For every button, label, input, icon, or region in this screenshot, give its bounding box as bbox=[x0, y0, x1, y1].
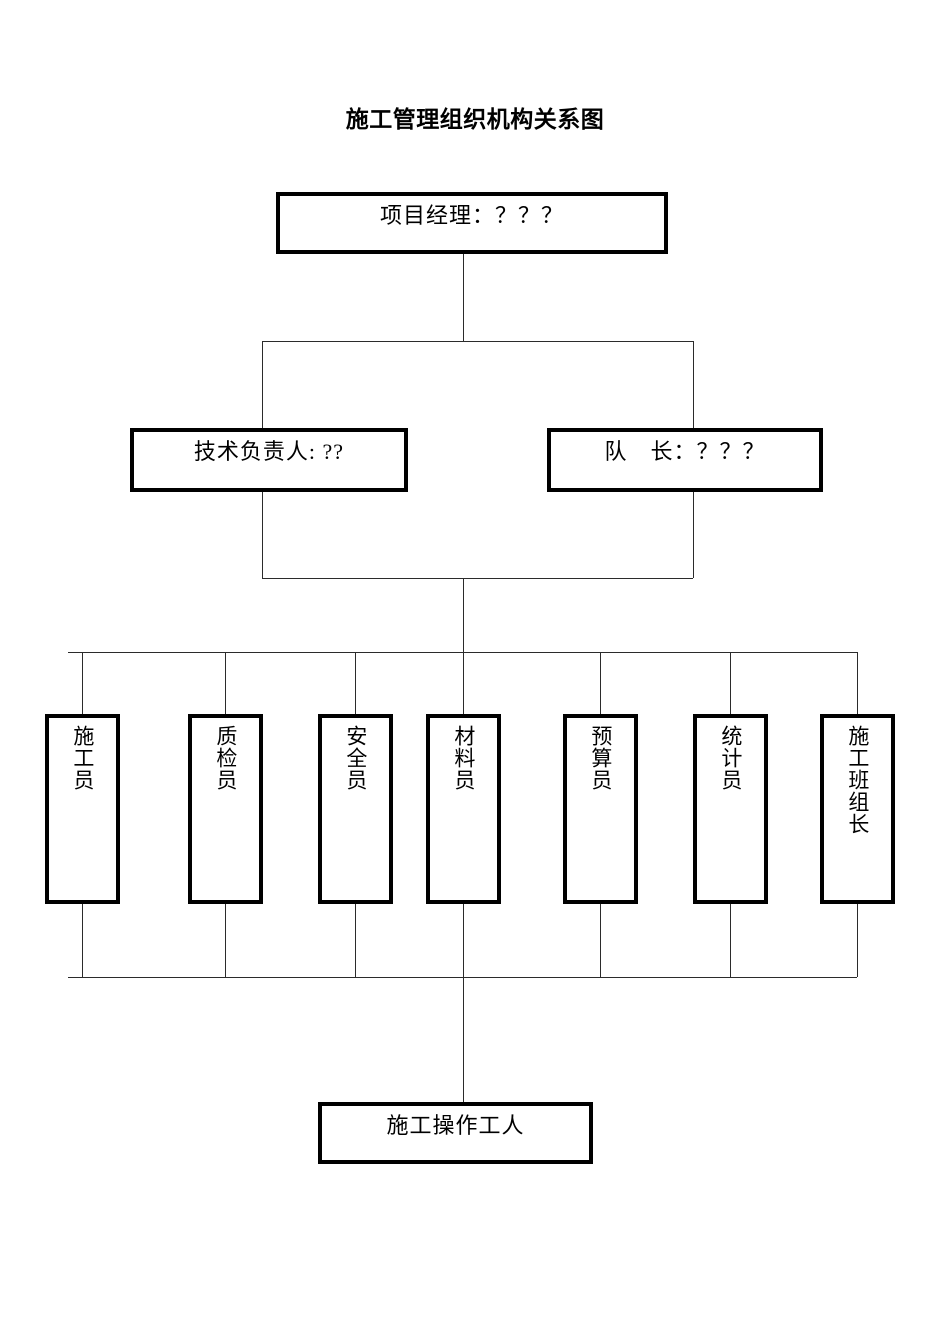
connector-drop-statistician bbox=[730, 652, 731, 714]
node-construction-team-leader[interactable]: 施工班组长 bbox=[820, 714, 895, 904]
connector-level2-distribution-bar bbox=[262, 341, 693, 342]
connector-safety-officer-down bbox=[355, 904, 356, 977]
connector-drop-construction-officer bbox=[82, 652, 83, 714]
connector-team-leader-down bbox=[693, 492, 694, 578]
connector-to-team-leader bbox=[693, 341, 694, 428]
node-construction-team-leader-label: 施工班组长 bbox=[845, 725, 870, 835]
node-budget-officer-label: 预算员 bbox=[588, 725, 613, 791]
connector-pm-to-level2-stem bbox=[463, 254, 464, 341]
connector-to-technical-director bbox=[262, 341, 263, 428]
node-material-officer-label: 材料员 bbox=[451, 725, 476, 791]
connector-technical-director-down bbox=[262, 492, 263, 578]
connector-drop-quality-inspector bbox=[225, 652, 226, 714]
node-team-leader-label: 队 长：？？？ bbox=[604, 439, 766, 464]
node-safety-officer[interactable]: 安全员 bbox=[318, 714, 393, 904]
node-project-manager-label: 项目经理：？？？ bbox=[379, 203, 564, 228]
node-construction-officer-label: 施工员 bbox=[70, 725, 95, 791]
connector-merge-to-level3-stem bbox=[463, 578, 464, 652]
connector-level2-merge-bar bbox=[262, 578, 693, 579]
connector-drop-construction-team-leader bbox=[857, 652, 858, 714]
node-project-manager[interactable]: 项目经理：？？？ bbox=[276, 192, 668, 254]
node-material-officer[interactable]: 材料员 bbox=[426, 714, 501, 904]
node-construction-workers-label: 施工操作工人 bbox=[386, 1113, 525, 1138]
node-team-leader[interactable]: 队 长：？？？ bbox=[547, 428, 823, 492]
connector-construction-officer-down bbox=[82, 904, 83, 977]
connector-drop-material-officer bbox=[463, 652, 464, 714]
connector-drop-budget-officer bbox=[600, 652, 601, 714]
connector-collector-to-workers-stem bbox=[463, 977, 464, 1102]
node-quality-inspector[interactable]: 质检员 bbox=[188, 714, 263, 904]
connector-drop-safety-officer bbox=[355, 652, 356, 714]
connector-construction-team-leader-down bbox=[857, 904, 858, 977]
node-construction-officer[interactable]: 施工员 bbox=[45, 714, 120, 904]
node-budget-officer[interactable]: 预算员 bbox=[563, 714, 638, 904]
connector-material-officer-down bbox=[463, 904, 464, 977]
node-construction-workers[interactable]: 施工操作工人 bbox=[318, 1102, 593, 1164]
page-title: 施工管理组织机构关系图 bbox=[345, 106, 605, 132]
connector-budget-officer-down bbox=[600, 904, 601, 977]
connector-level3-distribution-bar bbox=[68, 652, 857, 653]
node-quality-inspector-label: 质检员 bbox=[213, 725, 238, 791]
connector-quality-inspector-down bbox=[225, 904, 226, 977]
node-statistician[interactable]: 统计员 bbox=[693, 714, 768, 904]
node-technical-director-label: 技术负责人: ?? bbox=[193, 439, 345, 464]
node-safety-officer-label: 安全员 bbox=[343, 725, 368, 791]
connector-statistician-down bbox=[730, 904, 731, 977]
connector-level3-collector-bar bbox=[68, 977, 857, 978]
node-technical-director[interactable]: 技术负责人: ?? bbox=[130, 428, 408, 492]
node-statistician-label: 统计员 bbox=[718, 725, 743, 791]
